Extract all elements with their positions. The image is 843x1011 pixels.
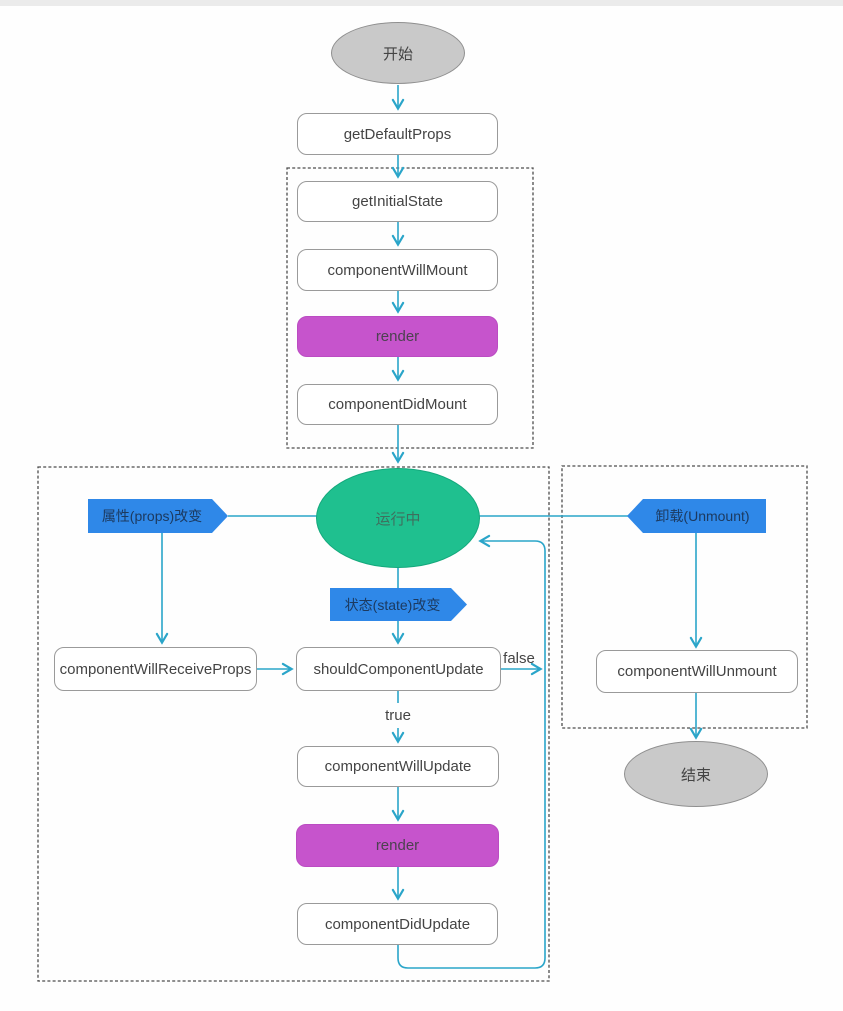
mount-phase-group xyxy=(286,167,534,449)
end-label: 结束 xyxy=(680,766,711,784)
componentwillmount-node: componentWillMount xyxy=(297,249,498,291)
start-node: 开始 xyxy=(331,22,465,84)
state-change-flag: 状态(state)改变 xyxy=(330,588,467,621)
unmount-label: 卸载(Unmount) xyxy=(655,508,750,524)
shouldcomponentupdate-label: shouldComponentUpdate xyxy=(313,660,484,678)
render-mount-label: render xyxy=(375,328,420,345)
top-edge-strip xyxy=(0,0,843,6)
end-node: 结束 xyxy=(624,741,768,807)
state-change-label: 状态(state)改变 xyxy=(344,596,441,613)
componentdidupdate-label: componentDidUpdate xyxy=(324,915,471,933)
getinitialstate-node: getInitialState xyxy=(297,181,498,222)
shouldcomponentupdate-node: shouldComponentUpdate xyxy=(296,647,501,691)
componentdidmount-label: componentDidMount xyxy=(328,396,467,413)
componentwillupdate-node: componentWillUpdate xyxy=(297,746,499,787)
render-update-label: render xyxy=(375,837,420,854)
unmount-flag: 卸载(Unmount) xyxy=(627,499,766,533)
componentwillreceiveprops-node: componentWillReceiveProps xyxy=(54,647,257,691)
false-label: false xyxy=(503,650,535,667)
unmount-phase-group xyxy=(561,465,808,729)
componentwillunmount-node: componentWillUnmount xyxy=(596,650,798,693)
props-change-label: 属性(props)改变 xyxy=(101,508,203,524)
componentwillreceiveprops-label: componentWillReceiveProps xyxy=(59,660,252,678)
componentwillunmount-label: componentWillUnmount xyxy=(617,663,777,680)
render-mount-node: render xyxy=(297,316,498,357)
edge-loop-back-to-running xyxy=(397,534,546,969)
getdefaultprops-label: getDefaultProps xyxy=(343,125,452,143)
componentwillmount-label: componentWillMount xyxy=(327,261,468,279)
componentdidmount-node: componentDidMount xyxy=(297,384,498,425)
running-node: 运行中 xyxy=(316,468,480,568)
getinitialstate-label: getInitialState xyxy=(352,193,443,210)
props-change-flag: 属性(props)改变 xyxy=(88,499,228,533)
componentdidupdate-node: componentDidUpdate xyxy=(297,903,498,945)
componentwillupdate-label: componentWillUpdate xyxy=(324,758,472,775)
running-label: 运行中 xyxy=(375,510,421,528)
update-phase-group xyxy=(37,466,550,982)
start-label: 开始 xyxy=(382,45,413,63)
true-label: true xyxy=(385,707,411,724)
getdefaultprops-node: getDefaultProps xyxy=(297,113,498,155)
render-update-node: render xyxy=(296,824,499,867)
